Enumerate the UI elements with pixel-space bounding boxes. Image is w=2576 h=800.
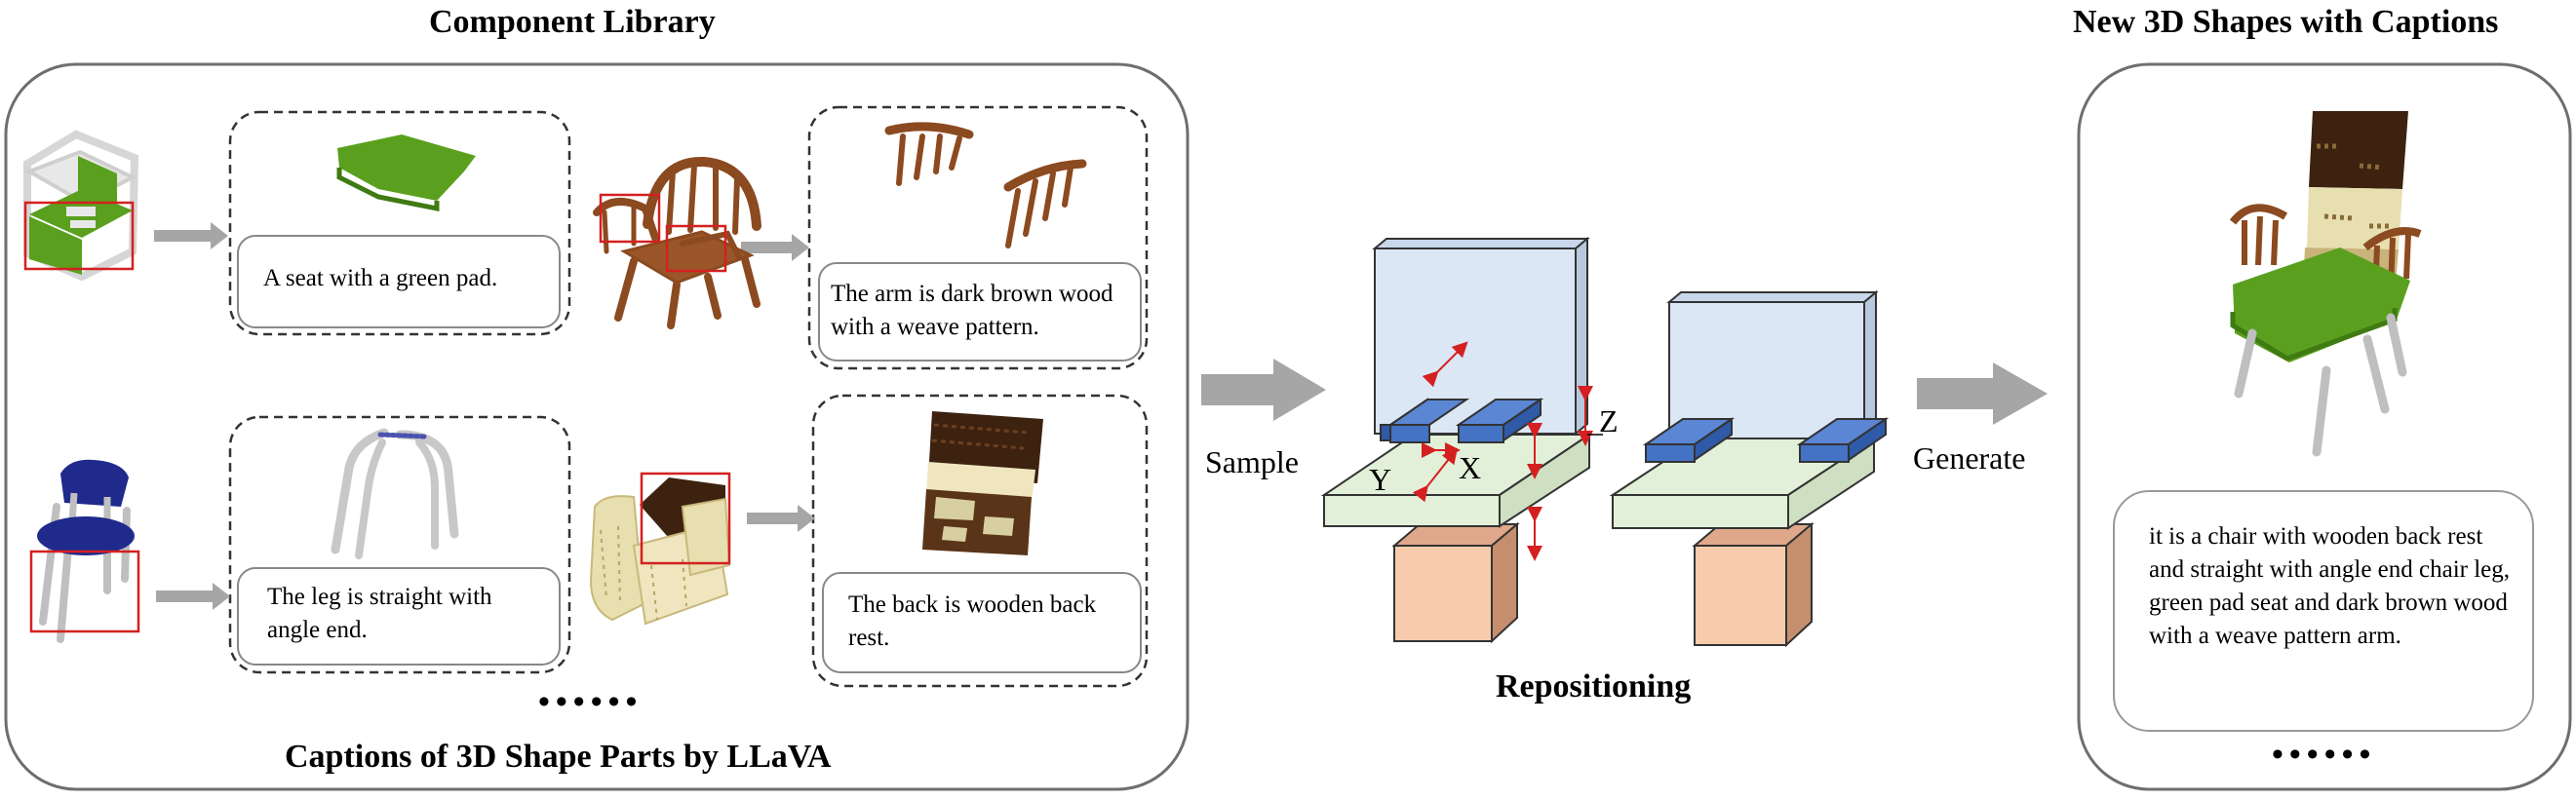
part-green-seat: [336, 134, 476, 212]
sample-label: Sample: [1205, 444, 1299, 479]
card-back: [811, 394, 1149, 688]
component-library-panel: [4, 62, 1190, 791]
generated-chair: [2229, 111, 2422, 457]
output-panel: [2077, 62, 2572, 791]
highlight-box: [23, 201, 135, 271]
arrow-icon: [156, 583, 230, 610]
output-title: New 3D Shapes with Captions: [2073, 4, 2499, 40]
caption-seat: A seat with a green pad.: [263, 265, 498, 291]
arm-block: [1645, 443, 1696, 463]
library-footer-title: Captions of 3D Shape Parts by LLaVA: [285, 739, 832, 775]
output-caption: it is a chair with wooden back rest and …: [2149, 523, 2511, 649]
part-wooden-arms: [884, 122, 1087, 248]
arm-block: [1389, 424, 1430, 443]
caption-back: The back is wooden back rest.: [848, 591, 1097, 651]
highlight-box: [640, 472, 731, 565]
generate-label: Generate: [1913, 440, 2026, 476]
seat-slab: [1612, 494, 1789, 529]
arrow-icon: [154, 222, 228, 249]
card-arm: [807, 105, 1149, 370]
card-seat: [228, 110, 571, 336]
component-library-title: Component Library: [429, 4, 716, 40]
caption-arm: The arm is dark brown wood with a weave …: [831, 281, 1113, 340]
caption-box-leg: [237, 567, 561, 666]
output-ellipsis: ••••••: [2272, 737, 2377, 773]
caption-box-seat: [237, 235, 561, 328]
seat-slab: [1323, 494, 1501, 527]
caption-box-back: [822, 572, 1142, 673]
repositioning-right: [1609, 289, 1890, 648]
generate-arrow-icon: [1917, 362, 2048, 425]
leg-block: [1393, 545, 1493, 642]
library-arrows: [154, 222, 815, 610]
source-chair-navy: [29, 459, 140, 643]
repositioning-label: Repositioning: [1496, 668, 1692, 705]
arrow-icon: [741, 234, 809, 261]
card-leg: [228, 415, 571, 674]
source-chair-green-seat: [23, 130, 139, 282]
source-armchair-cream: [589, 472, 731, 626]
library-ellipsis: ••••••: [538, 684, 644, 720]
part-back-rest: [922, 411, 1043, 555]
arrow-icon: [747, 505, 815, 532]
repositioning-left: [1320, 236, 1593, 644]
axis-z-label: Z: [1599, 403, 1619, 438]
axis-y-label: Y: [1369, 462, 1392, 497]
axis-x-label: X: [1459, 450, 1482, 485]
highlight-box: [599, 193, 661, 244]
source-chair-wooden: [593, 156, 761, 329]
axis-arrows: [1412, 341, 1603, 561]
caption-box-arm: [818, 262, 1142, 362]
sample-arrow-icon: [1201, 359, 1326, 421]
arm-block: [1799, 443, 1850, 463]
part-tubular-legs: [331, 428, 459, 559]
arm-block: [1458, 424, 1504, 443]
leg-block: [1694, 545, 1787, 646]
output-caption-box: [2113, 490, 2534, 732]
back-panel: [1374, 248, 1577, 435]
highlight-box: [29, 550, 140, 633]
highlight-box: [665, 224, 727, 273]
caption-leg: The leg is straight with angle end.: [267, 584, 492, 643]
